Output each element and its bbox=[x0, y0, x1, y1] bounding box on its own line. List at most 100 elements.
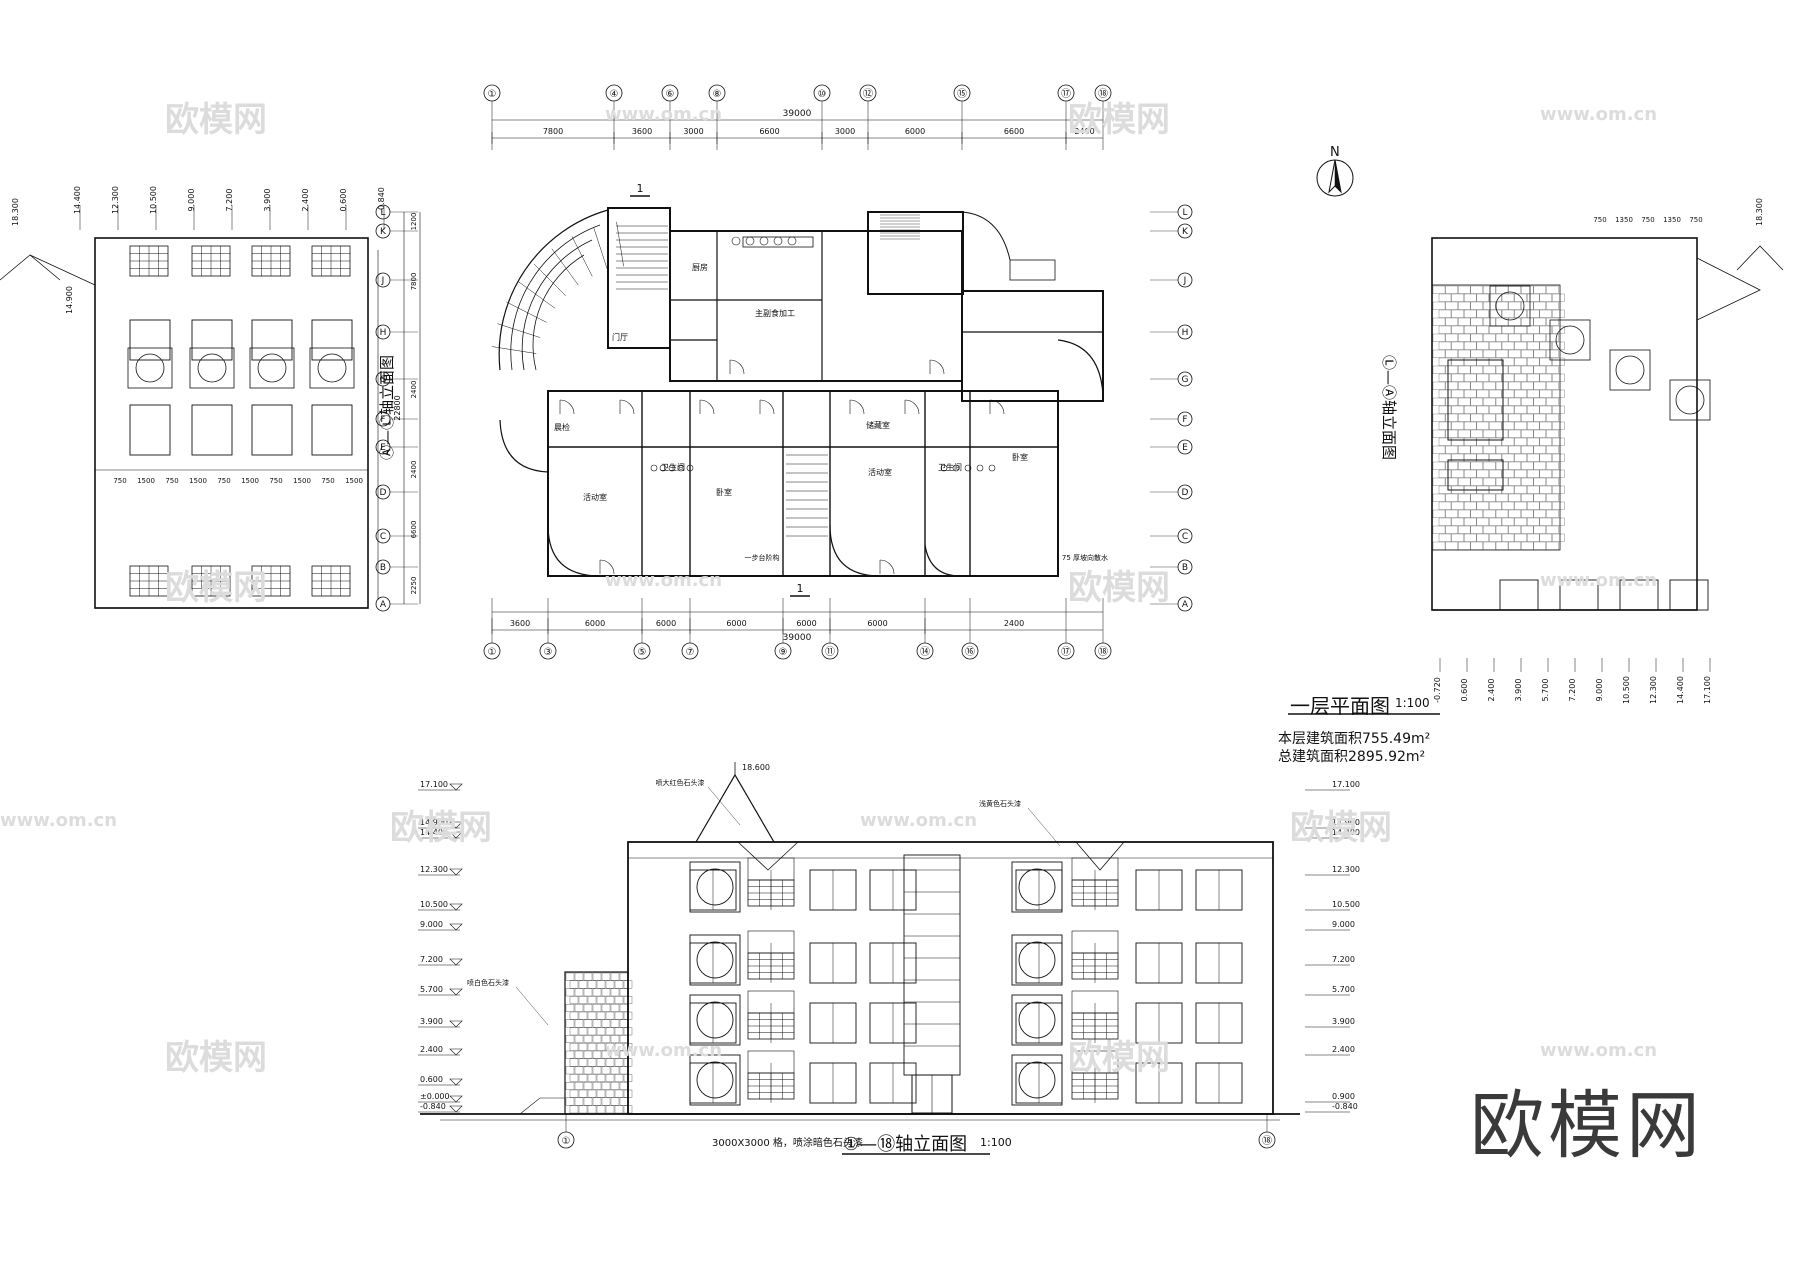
watermark: 欧模网 bbox=[1068, 100, 1170, 140]
brick-pattern bbox=[1438, 373, 1452, 382]
brick-pattern bbox=[565, 972, 575, 981]
brick-pattern bbox=[1501, 421, 1515, 430]
brick-pattern bbox=[1546, 333, 1559, 342]
elevation-left-porthole bbox=[317, 353, 347, 383]
brick-pattern bbox=[574, 1097, 584, 1106]
level-triangle bbox=[449, 988, 463, 996]
level-triangle bbox=[449, 903, 463, 911]
brick-pattern bbox=[1458, 493, 1471, 502]
axis-label-left: G bbox=[380, 375, 387, 385]
brick-pattern bbox=[1521, 413, 1534, 422]
brick-pattern bbox=[1527, 469, 1540, 478]
brick-pattern bbox=[614, 996, 624, 1004]
brick-pattern bbox=[1527, 437, 1540, 446]
axis-label-left: J bbox=[381, 276, 385, 286]
elevation-right-top: 18.300 bbox=[1755, 198, 1764, 226]
brick-pattern bbox=[1552, 421, 1565, 430]
brick-pattern bbox=[1539, 501, 1552, 510]
brick-pattern bbox=[1445, 493, 1458, 502]
brick-pattern bbox=[1458, 349, 1471, 358]
brick-pattern bbox=[601, 972, 611, 981]
brick-pattern bbox=[1501, 405, 1515, 414]
elevation-left-window bbox=[251, 319, 293, 361]
axis-label-top: ① bbox=[488, 89, 497, 100]
brick-pattern bbox=[1483, 461, 1496, 470]
elevation-level-right: 0.900 bbox=[1332, 1092, 1355, 1101]
brick-pattern bbox=[1521, 349, 1534, 358]
north-arrow-fill bbox=[1334, 159, 1342, 193]
plan-curved-mullion bbox=[533, 263, 566, 296]
brick-pattern bbox=[578, 1074, 588, 1082]
plan-fixture bbox=[668, 464, 676, 472]
brick-pattern bbox=[1546, 493, 1559, 502]
plan-door-swing bbox=[759, 399, 775, 415]
plan-curved-step bbox=[532, 254, 585, 371]
plan-fixture bbox=[659, 464, 667, 472]
elevation-porthole bbox=[1018, 868, 1056, 906]
brick-pattern bbox=[565, 1035, 575, 1043]
brick-pattern bbox=[1489, 517, 1502, 526]
axis-label-top: ⑫ bbox=[863, 88, 873, 100]
watermark-url: www.om.cn bbox=[605, 570, 723, 591]
brick-pattern bbox=[1546, 509, 1559, 518]
elevation-porthole bbox=[696, 1061, 734, 1099]
brick-pattern bbox=[601, 1004, 611, 1012]
brick-pattern bbox=[1476, 437, 1489, 446]
brick-pattern bbox=[1508, 365, 1521, 374]
section-mark: 1 bbox=[797, 582, 804, 595]
plan-fixture bbox=[731, 236, 741, 246]
brick-pattern bbox=[596, 980, 606, 989]
brick-pattern bbox=[1464, 501, 1477, 510]
brick-pattern bbox=[1458, 301, 1471, 310]
brick-pattern bbox=[1489, 501, 1502, 510]
plan-fixture bbox=[686, 464, 694, 472]
elevation-right-porthole-frame bbox=[1609, 349, 1651, 391]
brick-pattern bbox=[587, 980, 597, 989]
brick-pattern bbox=[1445, 301, 1458, 310]
elevation-left-window bbox=[191, 319, 233, 361]
plan-curved-mullion bbox=[491, 346, 537, 354]
level-triangle bbox=[449, 868, 463, 876]
brick-pattern bbox=[1495, 333, 1509, 342]
brick-pattern bbox=[1489, 453, 1502, 462]
elevation-level-left: 5.700 bbox=[420, 985, 443, 994]
level-triangle bbox=[449, 1095, 463, 1103]
axis-label-right: H bbox=[1182, 328, 1189, 338]
brick-pattern bbox=[1495, 413, 1509, 422]
brick-pattern bbox=[1445, 541, 1458, 550]
plan-room-label: 卧室 bbox=[1012, 452, 1028, 462]
brick-pattern bbox=[1514, 341, 1527, 350]
brick-pattern bbox=[1533, 461, 1546, 470]
plan-curved-wall bbox=[498, 209, 609, 371]
brick-pattern bbox=[1476, 501, 1489, 510]
elevation-left-top: 18.300 bbox=[11, 198, 20, 226]
brick-pattern bbox=[601, 1050, 611, 1059]
axis-label-right: F bbox=[1182, 415, 1187, 425]
dimension-bottom: 6000 bbox=[656, 619, 676, 628]
brick-pattern bbox=[592, 1050, 602, 1059]
brick-pattern bbox=[1521, 509, 1534, 518]
brick-pattern bbox=[1527, 325, 1540, 334]
brick-pattern bbox=[1445, 509, 1458, 518]
axis-label-right: D bbox=[1182, 488, 1189, 498]
brick-pattern bbox=[1451, 293, 1464, 302]
elevation-level-right: 3.900 bbox=[1332, 1017, 1355, 1026]
brick-pattern bbox=[1514, 373, 1527, 382]
brick-pattern bbox=[569, 1058, 579, 1067]
elevation-left-level: 2.400 bbox=[301, 189, 310, 212]
brick-pattern bbox=[1432, 317, 1446, 326]
brick-pattern bbox=[1458, 541, 1471, 550]
brick-pattern bbox=[583, 1035, 593, 1043]
brick-pattern bbox=[587, 1074, 597, 1082]
brick-pattern bbox=[592, 1097, 602, 1106]
plan-curved-mullion bbox=[593, 227, 608, 271]
elevation-level-right: -0.840 bbox=[1332, 1102, 1358, 1111]
elevation-left-dim: 750 bbox=[113, 477, 126, 485]
brick-pattern bbox=[619, 1066, 629, 1075]
plan-bay-arc bbox=[547, 524, 601, 577]
brick-pattern bbox=[587, 1011, 597, 1020]
dimension-bottom: 3600 bbox=[510, 619, 530, 628]
brick-pattern bbox=[1495, 301, 1509, 310]
brick-pattern bbox=[1445, 461, 1458, 470]
brick-pattern bbox=[587, 1043, 597, 1051]
